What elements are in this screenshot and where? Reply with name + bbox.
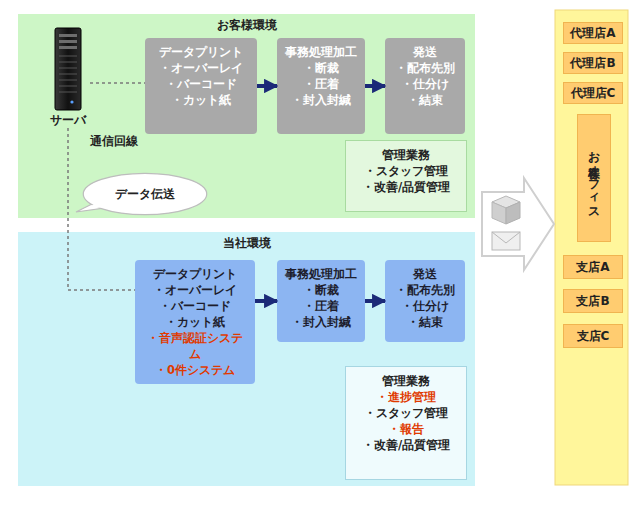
box-item: ・結束: [392, 92, 458, 108]
destination-box: 支店C: [563, 324, 623, 348]
package-top: [492, 196, 520, 208]
box-item: ・仕分け: [392, 298, 458, 314]
destination-label: 支店A: [576, 259, 609, 275]
box-item: ・バーコード: [152, 76, 250, 92]
box-item: ・封入封緘: [284, 92, 358, 108]
process-box: データプリント・オーバーレイ・バーコード・カット紙・音声認証システム・0件システ…: [135, 260, 255, 384]
flow-arrow: [365, 299, 385, 303]
box-heading: 管理業務: [356, 147, 456, 163]
management-box: 管理業務・進捗管理・スタッフ管理・報告・改善/品質管理: [345, 366, 467, 480]
server-grille: [59, 74, 77, 75]
package-side: [506, 202, 520, 224]
server-case: [55, 28, 81, 110]
communication-line: [68, 128, 135, 290]
box-item: ・圧着: [284, 298, 358, 314]
box-item: ・断裁: [284, 282, 358, 298]
envelope-flap: [492, 232, 520, 243]
box-heading: 発送: [392, 44, 458, 60]
callout-bubble: データ伝送: [82, 172, 208, 216]
destination-box: 代理店A: [563, 22, 623, 44]
box-item: ・配布先別: [392, 60, 458, 76]
process-box: 事務処理加工・断裁・圧着・封入封緘: [277, 38, 365, 134]
delivery-column: [555, 10, 628, 485]
destination-label: 代理店C: [571, 85, 616, 101]
box-item: ・進捗管理: [356, 389, 456, 405]
server-led: [70, 100, 73, 103]
box-item: ・圧着: [284, 76, 358, 92]
destination-box: 支店B: [563, 289, 623, 313]
box-item: ・音声認証システム: [142, 330, 248, 362]
server-tower: [55, 28, 81, 110]
box-heading: 発送: [392, 266, 458, 282]
box-heading: データプリント: [142, 266, 248, 282]
destination-label: 支店B: [576, 293, 609, 309]
box-item: ・オーバーレイ: [152, 60, 250, 76]
box-item: ・改善/品質管理: [356, 179, 456, 195]
box-heading: 管理業務: [356, 373, 456, 389]
destination-box: 代理店C: [563, 82, 623, 104]
destination-label: お客様オフィス: [586, 143, 602, 213]
server-slot: [59, 34, 77, 37]
server-grille: [59, 68, 77, 69]
box-heading: 事務処理加工: [284, 266, 358, 282]
box-heading: データプリント: [152, 44, 250, 60]
box-item: ・配布先別: [392, 282, 458, 298]
callout-text: データ伝送: [115, 186, 175, 202]
box-item: ・バーコード: [142, 298, 248, 314]
server-label: サーバ: [50, 112, 86, 128]
management-box: 管理業務・スタッフ管理・改善/品質管理: [345, 140, 467, 212]
flow-arrow: [365, 84, 385, 88]
package-icon: [492, 196, 520, 224]
destination-box: 代理店B: [563, 52, 623, 74]
box-item: ・カット紙: [152, 92, 250, 108]
process-box: 発送・配布先別・仕分け・結束: [385, 38, 465, 134]
server-grille: [59, 92, 77, 93]
server-slot: [59, 40, 77, 43]
server-grille: [59, 80, 77, 81]
box-item: ・スタッフ管理: [356, 163, 456, 179]
box-item: ・断裁: [284, 60, 358, 76]
environment-band: 当社環境データプリント・オーバーレイ・バーコード・カット紙・音声認証システム・0…: [18, 232, 475, 486]
communication-line: [90, 82, 145, 84]
process-box: 発送・配布先別・仕分け・結束: [385, 260, 465, 342]
package-side: [492, 202, 506, 224]
band-title: お客様環境: [18, 17, 475, 33]
server-node: サーバ: [46, 26, 90, 128]
envelope-icon: [492, 232, 520, 250]
server-grille: [59, 62, 77, 63]
box-item: ・スタッフ管理: [356, 405, 456, 421]
box-item: ・封入封緘: [284, 314, 358, 330]
delivery-arrow: [482, 178, 554, 270]
band-title: 当社環境: [18, 235, 475, 251]
destination-label: 支店C: [577, 328, 610, 344]
box-item: ・0件システム: [142, 362, 248, 378]
process-box: 事務処理加工・断裁・圧着・封入封緘: [277, 260, 365, 342]
server-grille: [59, 56, 77, 57]
line-label: 通信回線: [90, 134, 138, 148]
box-item: ・仕分け: [392, 76, 458, 92]
server-grille: [59, 86, 77, 87]
envelope-body: [492, 232, 520, 250]
callout-tail-cover: [82, 203, 104, 210]
box-item: ・報告: [356, 421, 456, 437]
box-item: ・結束: [392, 314, 458, 330]
box-heading: 事務処理加工: [284, 44, 358, 60]
process-box: データプリント・オーバーレイ・バーコード・カット紙: [145, 38, 257, 134]
destination-label: 代理店B: [570, 55, 615, 71]
box-item: ・カット紙: [142, 314, 248, 330]
destination-box: 支店A: [563, 255, 623, 279]
flow-arrow: [255, 299, 277, 303]
destination-box: お客様オフィス: [577, 114, 611, 242]
callout-ellipse: [83, 173, 206, 214]
box-item: ・改善/品質管理: [356, 437, 456, 453]
flow-arrow: [257, 84, 277, 88]
destination-label: 代理店A: [570, 25, 615, 41]
server-slot: [59, 46, 77, 49]
box-item: ・オーバーレイ: [142, 282, 248, 298]
